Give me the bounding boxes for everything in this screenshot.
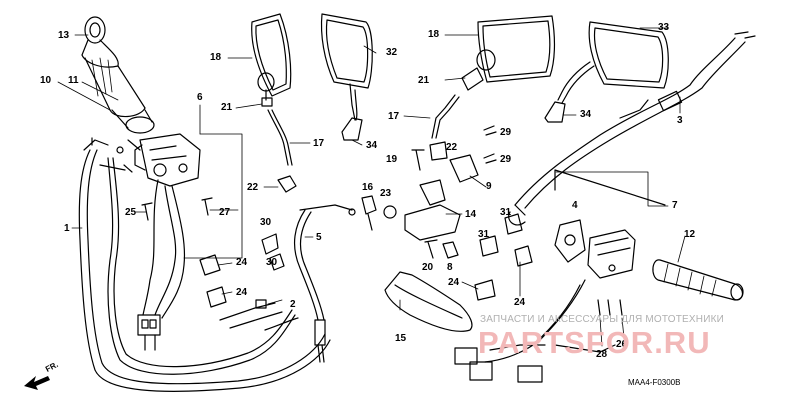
right-grip-part [653, 260, 743, 300]
callout-9: 9 [486, 181, 492, 192]
callout-32: 32 [386, 47, 398, 58]
callout-19: 19 [386, 154, 398, 165]
right-switch-housing-part [555, 170, 665, 278]
callout-33: 33 [658, 22, 670, 33]
callout-24-a: 24 [236, 257, 248, 268]
callout-34-right: 34 [580, 109, 592, 120]
callout-29-bottom: 29 [500, 154, 512, 165]
callout-1: 1 [64, 223, 70, 234]
brake-lever-part [385, 142, 478, 331]
callout-21-left: 21 [221, 102, 233, 113]
callout-20: 20 [422, 262, 434, 273]
callout-2: 2 [290, 299, 296, 310]
callout-10: 10 [40, 75, 52, 86]
callout-4: 4 [572, 200, 578, 211]
callout-13: 13 [58, 30, 70, 41]
callout-17-left: 17 [313, 138, 325, 149]
mirror-33-part [545, 22, 668, 122]
callout-6: 6 [197, 92, 203, 103]
left-mirror-part [252, 14, 292, 165]
cable-5-part [295, 205, 355, 362]
callout-17-right: 17 [388, 111, 400, 122]
callout-30-bottom: 30 [266, 257, 278, 268]
callout-14: 14 [465, 209, 477, 220]
callout-12: 12 [684, 229, 696, 240]
callout-3: 3 [677, 115, 683, 126]
callout-24-c: 24 [448, 277, 460, 288]
callout-21-right: 21 [418, 75, 430, 86]
callout-34-left: 34 [366, 140, 378, 151]
callout-16: 16 [362, 182, 374, 193]
callout-25: 25 [125, 207, 137, 218]
small-hardware-part [142, 126, 622, 315]
callout-29-top: 29 [500, 127, 512, 138]
callout-30-top: 30 [260, 217, 272, 228]
callout-8: 8 [447, 262, 453, 273]
mirror-32-part [322, 14, 373, 140]
right-mirror-part [432, 16, 554, 138]
callout-18-right: 18 [428, 29, 440, 40]
left-switch-housing-part [128, 134, 200, 186]
watermark-tagline: ЗАПЧАСТИ И АКСЕССУАРЫ ДЛЯ МОТОТЕХНИКИ [480, 314, 725, 325]
callout-28: 28 [596, 349, 608, 360]
callout-27: 27 [219, 207, 231, 218]
watermark-brand: PARTSFOR.RU [478, 325, 711, 360]
cable-routing-part [79, 138, 330, 391]
callout-24-b: 24 [236, 287, 248, 298]
callout-24-d: 24 [514, 297, 526, 308]
callout-15: 15 [395, 333, 407, 344]
callout-11: 11 [68, 75, 79, 86]
callout-31-top: 31 [500, 207, 512, 218]
right-harness-connectors-part [455, 280, 615, 382]
callout-18-left: 18 [210, 52, 222, 63]
throttle-cable-3-part [509, 32, 755, 225]
leader-lines [58, 28, 685, 346]
callout-26: 26 [616, 339, 628, 350]
callout-7: 7 [672, 200, 678, 211]
front-arrow-icon [24, 376, 50, 390]
callout-23: 23 [380, 188, 392, 199]
callout-31-mid: 31 [478, 229, 490, 240]
callout-22-right: 22 [446, 142, 458, 153]
callout-5: 5 [316, 232, 322, 243]
left-grip-part [82, 17, 154, 133]
diagram-code: MAA4-F0300B [628, 378, 681, 387]
callout-22-left: 22 [247, 182, 259, 193]
left-harness-part [138, 180, 185, 350]
